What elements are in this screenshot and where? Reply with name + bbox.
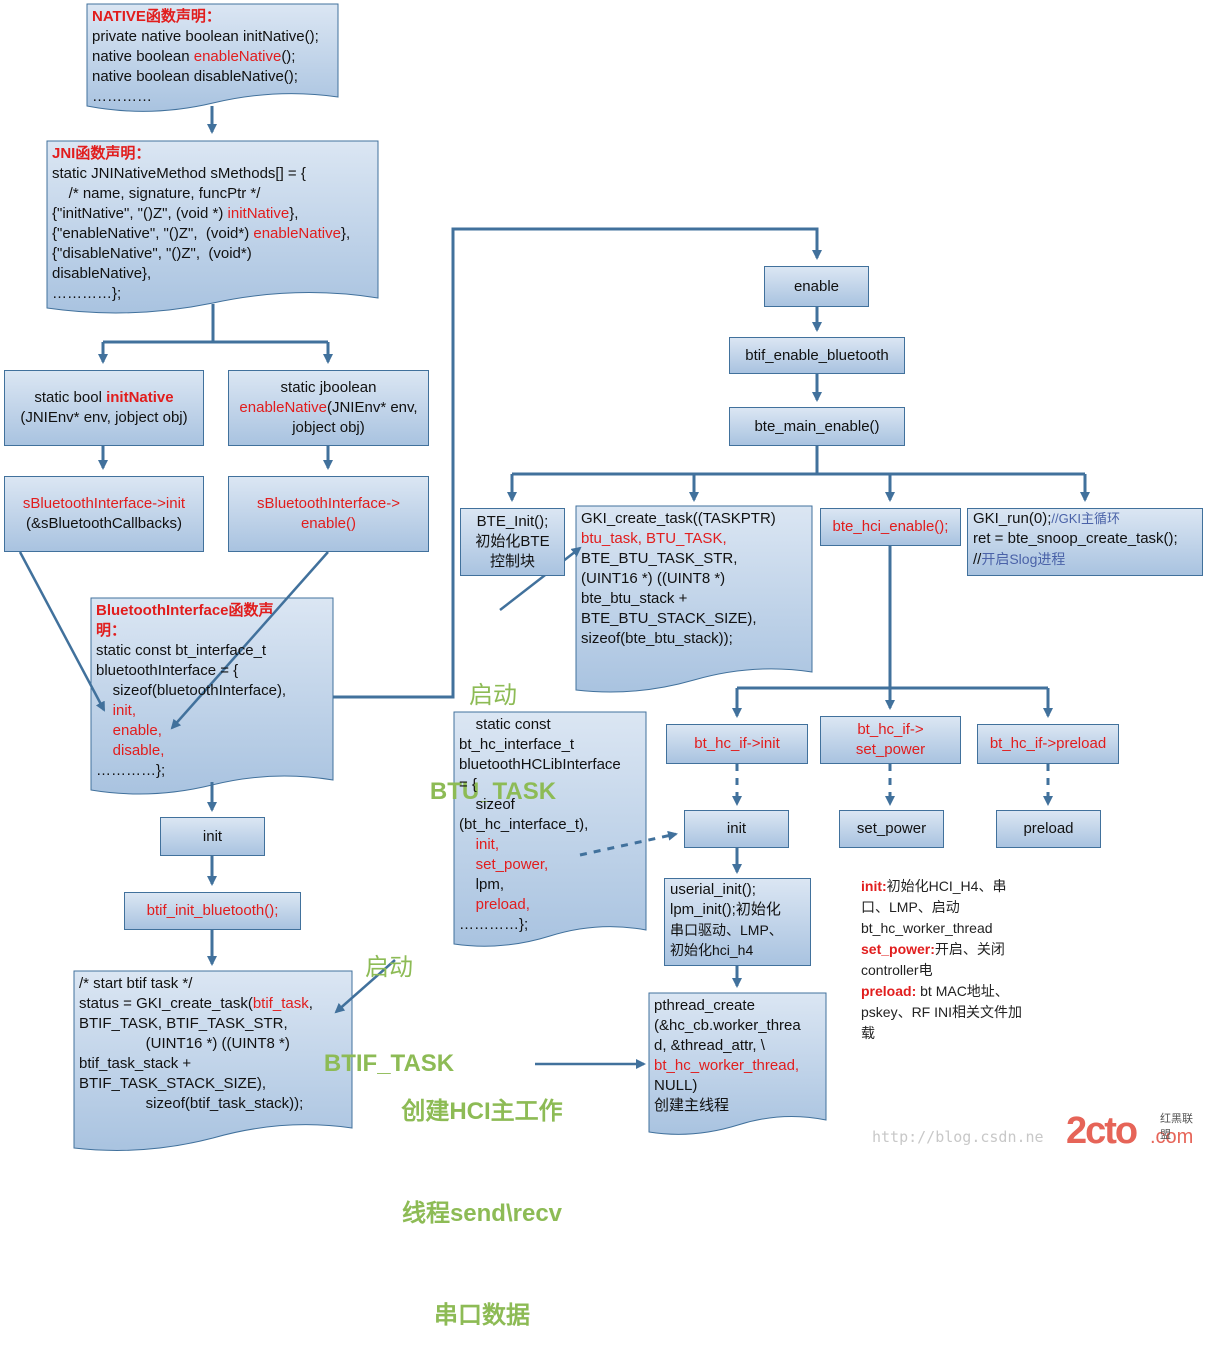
jni-decl-line: static JNINativeMethod sMethods[] = { (52, 165, 306, 182)
jni-decl-shape (46, 140, 379, 314)
enable-native-box: static jboolean enableNative(JNIEnv* env… (228, 370, 429, 446)
label-start-btif-task: 启动 BTIF_TASK (323, 954, 455, 1077)
native-decl-shape (86, 3, 339, 112)
label-start-btu-task: 启动 BTU_TASK (429, 682, 557, 805)
init-hc-box: init (684, 810, 789, 848)
sbt-init-box: sBluetoothInterface->init (&sBluetoothCa… (4, 476, 204, 552)
label-create-hci-thread: 创建HCI主工作 线程send\recv 串口数据 (401, 1098, 563, 1329)
sbt-enable-box: sBluetoothInterface-> enable() (228, 476, 429, 552)
bte-main-enable-box: bte_main_enable() (729, 407, 905, 446)
watermark-url: http://blog.csdn.ne (872, 1128, 1044, 1146)
native-decl-header: NATIVE函数声明： (92, 8, 221, 25)
native-decl-line: native boolean disableNative(); (92, 68, 298, 85)
connector-layer (18, 3, 1090, 1151)
native-decl-line: native boolean enableNative(); (92, 48, 296, 65)
hc-if-init-box: bt_hc_if->init (666, 724, 808, 764)
pthread-shape (648, 992, 827, 1135)
userial-init-box: userial_init(); lpm_init();初始化 串口驱动、LMP、… (664, 878, 811, 966)
jni-decl-line: …………}; (52, 285, 122, 302)
init-native-box: static bool initNative (JNIEnv* env, job… (4, 370, 204, 446)
bt-iface-decl: BluetoothInterface函数声 明： static const bt… (91, 598, 335, 784)
gki-btu-shape (575, 505, 813, 693)
init-box: init (160, 817, 265, 856)
native-decl: NATIVE函数声明： private native boolean initN… (87, 4, 339, 110)
bt-iface-header: BluetoothInterface函数声 (96, 602, 274, 619)
jni-decl: JNI函数声明： static JNINativeMethod sMethods… (47, 141, 379, 307)
bte-hci-enable-box: bte_hci_enable(); (820, 508, 961, 546)
jni-decl-line: {"disableNative", "()Z", (void*) (52, 245, 252, 262)
hc-iface-decl: static const bt_hc_interface_t bluetooth… (459, 716, 621, 933)
hc-if-setpower-box: bt_hc_if-> set_power (820, 716, 961, 764)
set-power-box: set_power (839, 810, 944, 848)
hc-iface-shape (453, 711, 647, 947)
native-decl-line: ………… (92, 88, 152, 105)
pthread-create-decl: pthread_create (&hc_cb.worker_threa d, &… (654, 997, 801, 1114)
btif-task-shape (73, 970, 353, 1151)
gki-btu-decl: GKI_create_task((TASKPTR) btu_task, BTU_… (581, 510, 776, 647)
gki-run-box: GKI_run(0);//GKI主循环 ret = bte_snoop_crea… (967, 508, 1203, 576)
btif-enable-box: btif_enable_bluetooth (729, 337, 905, 374)
site-logo: 2cto .com 红黑联盟 (1066, 1110, 1194, 1152)
enable-box: enable (764, 266, 869, 307)
hc-if-preload-box: bt_hc_if->preload (977, 724, 1119, 764)
preload-box: preload (996, 810, 1101, 848)
btif-init-box: btif_init_bluetooth(); (124, 892, 301, 930)
jni-decl-line: {"initNative", "()Z", (void *) initNativ… (52, 205, 299, 222)
jni-decl-line: /* name, signature, funcPtr */ (52, 185, 261, 202)
native-decl-line: private native boolean initNative(); (92, 28, 319, 45)
jni-decl-header: JNI函数声明： (52, 145, 151, 162)
btif-task-decl: /* start btif task */ status = GKI_creat… (79, 975, 313, 1112)
notes: init:初始化HCI_H4、串 口、LMP、启动 bt_hc_worker_t… (861, 878, 1023, 1041)
bte-init-box: BTE_Init(); 初始化BTE 控制块 (460, 508, 565, 576)
jni-decl-line: {"enableNative", "()Z", (void*) enableNa… (52, 225, 351, 242)
jni-decl-line: disableNative}, (52, 265, 152, 282)
